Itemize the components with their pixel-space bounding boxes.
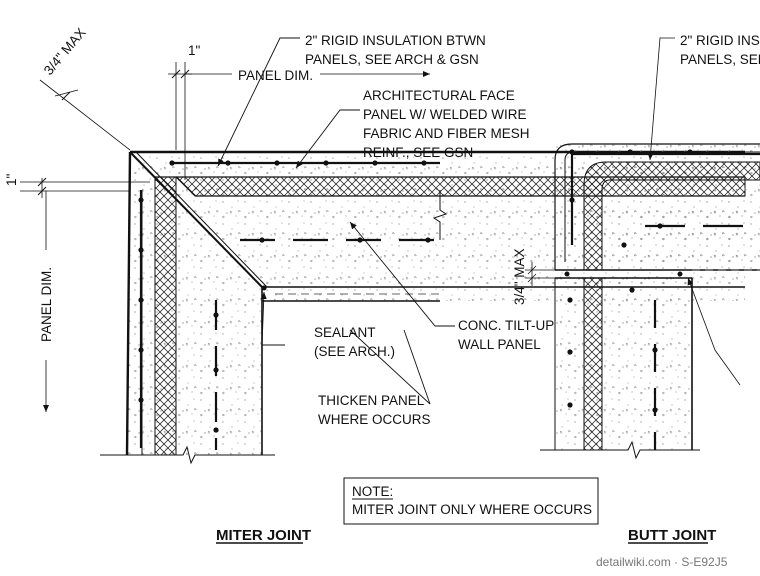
label-rigid-insulation-right-line2: PANELS, SEE A <box>680 52 760 67</box>
label-conc-tilt-up-line2: WALL PANEL <box>458 337 541 352</box>
title-butt-joint: BUTT JOINT <box>628 527 716 544</box>
label-sealant-line1: SEALANT <box>314 325 376 340</box>
detail-titles: MITER JOINT BUTT JOINT <box>216 527 716 544</box>
label-rigid-insulation-line1: 2" RIGID INSULATION BTWN <box>305 33 486 48</box>
label-one-inch-top: 1" <box>188 43 201 58</box>
label-sealant-line2: (SEE ARCH.) <box>314 344 395 359</box>
title-miter-joint: MITER JOINT <box>216 527 311 544</box>
label-conc-tilt-up-line1: CONC. TILT-UP <box>458 318 554 333</box>
label-arch-face-line1: ARCHITECTURAL FACE <box>363 88 515 103</box>
note-box: NOTE: MITER JOINT ONLY WHERE OCCURS <box>343 477 599 525</box>
butt-dimensions <box>525 37 741 386</box>
label-thicken-panel-line1: THICKEN PANEL <box>318 393 425 408</box>
note-heading: NOTE: <box>352 484 393 499</box>
label-panel-dim-vertical: PANEL DIM. <box>39 267 54 342</box>
butt-joint-detail <box>540 143 760 460</box>
label-arch-face-line3: FABRIC AND FIBER MESH <box>363 126 530 141</box>
rigid-insulation-vertical <box>154 176 177 456</box>
label-three-quarter-max-right: 3/4" MAX <box>512 248 527 305</box>
label-arch-face-line2: PANEL W/ WELDED WIRE <box>363 107 527 122</box>
label-three-quarter-max-left: 3/4" MAX <box>41 25 89 78</box>
watermark: detailwiki.com · S-E92J5 <box>596 555 728 569</box>
miter-leaders <box>217 37 455 405</box>
label-rigid-insulation-right-line1: 2" RIGID INSULA <box>680 33 760 48</box>
label-thicken-panel-line2: WHERE OCCURS <box>318 412 431 427</box>
miter-dimensions <box>20 62 430 412</box>
label-panel-dim-horizontal: PANEL DIM. <box>238 68 313 83</box>
note-text: MITER JOINT ONLY WHERE OCCURS <box>352 502 592 517</box>
butt-vertical-panel <box>555 278 692 450</box>
label-rigid-insulation-line2: PANELS, SEE ARCH & GSN <box>305 52 479 67</box>
label-one-inch-left: 1" <box>4 173 19 186</box>
label-arch-face-line4: REINF., SEE GSN <box>363 145 473 160</box>
